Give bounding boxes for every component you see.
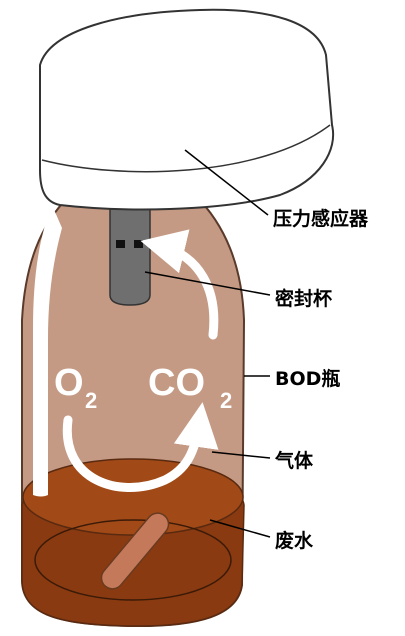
label-seal-cup: 密封杯 (275, 284, 332, 311)
co2-subscript: 2 (220, 388, 232, 413)
label-bod-bottle: BOD瓶 (275, 364, 340, 391)
label-gas: 气体 (275, 446, 313, 473)
label-wastewater: 废水 (275, 526, 313, 553)
seal-cup-hole (116, 240, 125, 248)
wastewater-surface (23, 459, 243, 535)
label-pressure-sensor: 压力感应器 (273, 204, 368, 231)
co2-label: CO (148, 362, 205, 404)
oxygen-label: O (54, 362, 84, 404)
seal-cup-hole (134, 240, 143, 248)
oxygen-subscript: 2 (85, 388, 97, 413)
seal-cup (110, 195, 150, 305)
pressure-sensor (40, 10, 333, 210)
